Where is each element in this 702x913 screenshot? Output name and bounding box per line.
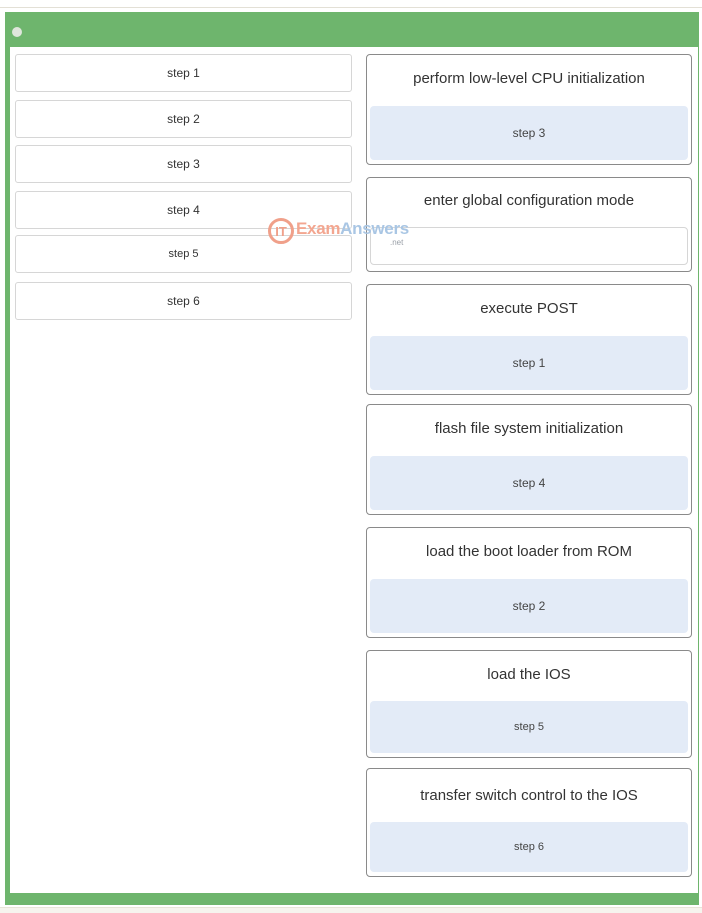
step-label: step 5 xyxy=(168,248,199,260)
dropped-step[interactable]: step 3 xyxy=(512,126,546,140)
dropzone[interactable]: step 5 xyxy=(370,701,688,753)
draggable-step-5[interactable]: step 5 xyxy=(15,235,352,273)
draggable-step-1[interactable]: step 1 xyxy=(15,54,352,92)
step-label: step 1 xyxy=(167,66,200,80)
target-title: perform low-level CPU initialization xyxy=(413,69,645,87)
bottom-strip xyxy=(0,907,702,913)
dropzone[interactable]: step 2 xyxy=(370,579,688,633)
dropzone[interactable]: step 1 xyxy=(370,336,688,390)
target-title: load the boot loader from ROM xyxy=(426,542,632,560)
draggable-step-2[interactable]: step 2 xyxy=(15,100,352,138)
target-transfer-control: transfer switch control to the IOS step … xyxy=(366,768,692,877)
dropped-step[interactable]: step 6 xyxy=(514,841,544,853)
status-dot-icon xyxy=(12,27,22,37)
draggable-step-3[interactable]: step 3 xyxy=(15,145,352,183)
target-title: execute POST xyxy=(480,299,578,317)
target-load-ios: load the IOS step 5 xyxy=(366,650,692,758)
target-title: enter global configuration mode xyxy=(423,191,635,209)
target-flash-init: flash file system initialization step 4 xyxy=(366,404,692,515)
dropzone[interactable]: step 6 xyxy=(370,822,688,872)
step-label: step 3 xyxy=(167,157,200,171)
target-title: load the IOS xyxy=(487,665,571,683)
step-label: step 2 xyxy=(167,112,200,126)
target-title: flash file system initialization xyxy=(434,419,624,437)
dropped-step[interactable]: step 1 xyxy=(512,356,546,370)
dropzone[interactable]: step 3 xyxy=(370,106,688,160)
target-cpu-initialization: perform low-level CPU initialization ste… xyxy=(366,54,692,165)
target-title: transfer switch control to the IOS xyxy=(420,786,638,804)
step-label: step 4 xyxy=(167,203,200,217)
target-execute-post: execute POST step 1 xyxy=(366,284,692,395)
draggable-step-6[interactable]: step 6 xyxy=(15,282,352,320)
dropzone[interactable]: step 4 xyxy=(370,456,688,510)
target-global-config-mode: enter global configuration mode xyxy=(366,177,692,272)
dropzone-empty[interactable] xyxy=(370,227,688,265)
dropped-step[interactable]: step 5 xyxy=(514,721,544,733)
dropped-step[interactable]: step 4 xyxy=(512,476,546,490)
page-border xyxy=(0,7,702,913)
target-boot-loader: load the boot loader from ROM step 2 xyxy=(366,527,692,638)
step-label: step 6 xyxy=(167,294,200,308)
draggable-step-4[interactable]: step 4 xyxy=(15,191,352,229)
dropped-step[interactable]: step 2 xyxy=(512,599,546,613)
